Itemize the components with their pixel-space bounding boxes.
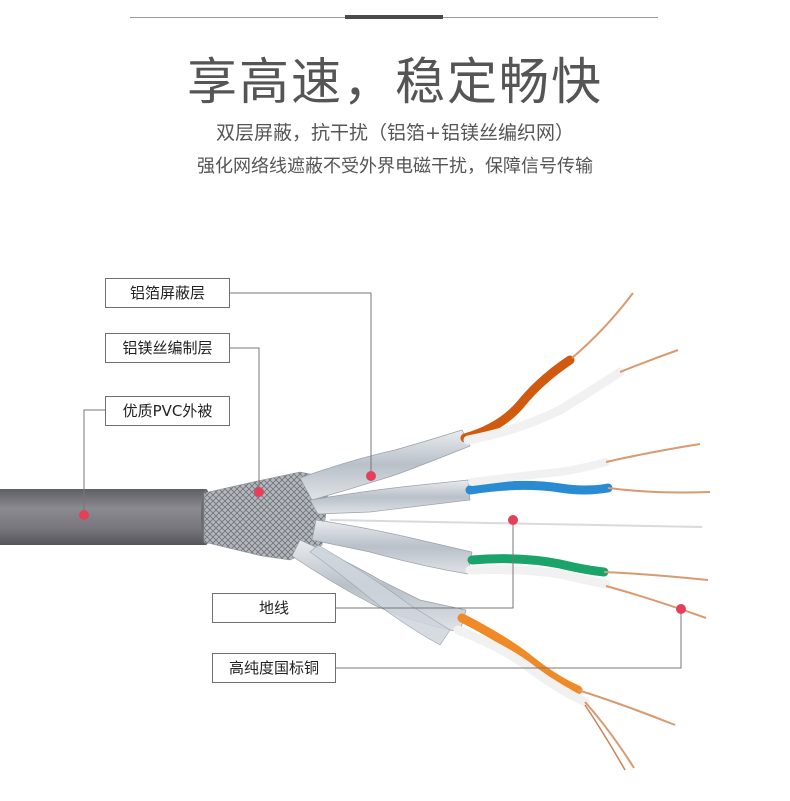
callout-braid-shield: 铝镁丝编制层 xyxy=(105,333,230,363)
subtitle-description: 强化网络线遮蔽不受外界电磁干扰，保障信号传输 xyxy=(197,156,593,177)
callout-copper-core: 高纯度国标铜 xyxy=(212,653,336,683)
copper-strand xyxy=(584,704,626,771)
copper-strand xyxy=(577,689,676,726)
subtitle-shielding: 双层屏蔽，抗干扰（铝箔+铝镁丝编织网） xyxy=(216,122,574,144)
copper-strand xyxy=(584,701,635,769)
marker-dots xyxy=(79,471,686,614)
callout-ground-wire: 地线 xyxy=(212,593,336,623)
copper-strand xyxy=(619,349,679,373)
copper-strand xyxy=(605,585,707,619)
marker-dot-foil xyxy=(366,471,376,481)
pair-lightorange-white-wire xyxy=(453,625,590,707)
pvc-jacket xyxy=(0,489,206,545)
leader-copper xyxy=(336,609,682,669)
marker-dot-jacket xyxy=(79,510,89,520)
pair-lightorange-wire xyxy=(457,613,583,695)
leader-jacket xyxy=(83,409,105,515)
copper-strand xyxy=(571,292,634,359)
callout-foil-shield: 铝箔屏蔽层 xyxy=(105,278,230,308)
copper-strand xyxy=(603,571,709,581)
pair-blue-wire xyxy=(465,480,613,495)
marker-dot-braid xyxy=(254,487,264,497)
foil-mid-upper-pair xyxy=(309,479,471,515)
braid-layer xyxy=(203,471,331,561)
foil-upper-pair xyxy=(299,429,471,501)
header-rule-accent xyxy=(345,15,443,19)
callout-pvc-jacket: 优质PVC外被 xyxy=(105,396,230,426)
pair-green-wire xyxy=(467,554,609,577)
marker-dot-ground xyxy=(508,515,518,525)
marker-dot-copper xyxy=(676,604,686,614)
pair-orange-wire xyxy=(460,355,575,443)
leader-foil xyxy=(230,292,372,476)
leader-ground xyxy=(336,520,514,609)
foil-bottom-pair xyxy=(309,544,451,646)
copper-strand xyxy=(605,443,701,463)
copper-strand xyxy=(607,487,711,494)
headline: 享高速，稳定畅快 xyxy=(187,53,603,111)
pair-orange-white-wire xyxy=(463,367,625,445)
pair-green-white-wire xyxy=(465,565,611,589)
pair-blue-white-wire xyxy=(468,458,610,486)
leader-lines xyxy=(83,292,682,669)
leader-braid xyxy=(230,347,260,492)
